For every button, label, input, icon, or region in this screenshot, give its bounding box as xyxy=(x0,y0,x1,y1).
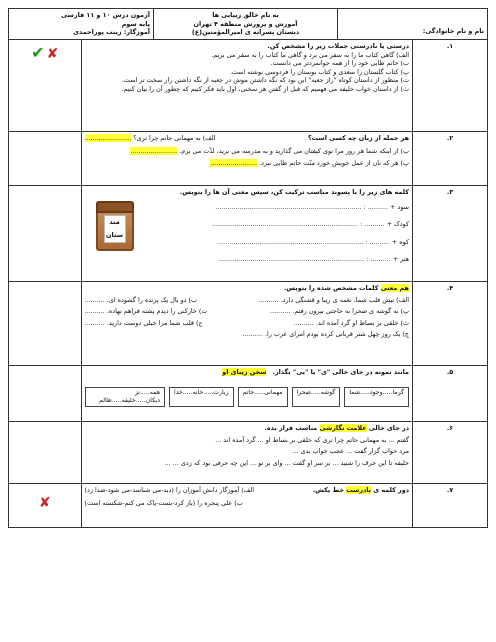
q5-number: ۵. xyxy=(412,364,488,422)
answer-blank: .......... : ...........................… xyxy=(215,202,389,211)
q2-c: پ) هر که نان از عمل خویش خورد منّت حاتم … xyxy=(258,159,409,168)
q7-body: دور کلمه ی نادرست خط بکش. الف) آموزگار د… xyxy=(80,482,413,528)
q6-item: گفتم ... به مهمانی حاتم چرا نری که خلقی … xyxy=(215,435,409,444)
q5-word-boxes: گرما.....وجود.....شما گوشه.....صحرا مهما… xyxy=(84,386,409,408)
q4-item: ج) قلب شما مرا خیلی دوست دارید. ........… xyxy=(84,318,203,327)
q3-body: کلمه های زیر را با پسوند مناسب ترکیب کن،… xyxy=(80,184,413,282)
q7-number: ۷. xyxy=(412,482,488,528)
q4-item: ب) دو بال یک پرنده را گشوده ای. ........… xyxy=(84,295,198,304)
answer-blank: ....................... xyxy=(84,133,132,142)
q1-item: ب) حاتم طایی خود را از همه جوانمردتر می … xyxy=(270,59,409,68)
q4-grade xyxy=(8,280,82,366)
q4-title-highlight: هم معنی xyxy=(380,283,409,292)
teacher-label: آموزگار: زینب پوراحمدی xyxy=(73,28,150,37)
q6-title-highlight: علامت نگارشی xyxy=(319,423,367,432)
q3-word: سود + xyxy=(390,202,409,211)
q4-title: کلمات مشخص شده را بنویس. xyxy=(283,283,379,292)
q4-number: ۴. xyxy=(412,280,488,366)
q7-title-highlight: نادرست xyxy=(346,485,372,494)
q7-a: الف) آموزگار دانش آموزان را (دید-می شناس… xyxy=(84,485,255,494)
q4-item: الف) تیش قلب شما، نغمه ی زیبا و قشنگی دا… xyxy=(258,295,409,304)
q2-a: الف) به مهمانی حاتم چرا نری؟ xyxy=(133,133,216,142)
word-box: گرما.....وجود.....شما xyxy=(344,386,409,408)
q7-grade: ✘ xyxy=(8,482,82,528)
q4-item: چ) یک روز چهل شتر قربانی کرده بودم امرای… xyxy=(242,330,409,339)
answer-blank: ....................... xyxy=(210,159,257,168)
q3-number: ۳. xyxy=(412,184,488,282)
q3-grade xyxy=(8,184,82,282)
q1-item: ت) منظور از داستان کوتاه "راز جعبه" این … xyxy=(121,76,409,85)
q4-body: هم معنی کلمات مشخص شده را بنویس. الف) تی… xyxy=(80,280,413,366)
exam-table: نام و نام خانوادگی: به نام خالق زیبایی ه… xyxy=(8,8,488,528)
grade-label: پایه سوم xyxy=(121,19,150,28)
exam-sheet: نام و نام خانوادگی: به نام خالق زیبایی ه… xyxy=(8,8,488,634)
word-box: همه.....نز دیکان.....خلیفه.....ظالم xyxy=(84,386,165,408)
q6-title-pre: در جای خالی xyxy=(368,423,409,432)
q1-title: درستی یا نادرستی جملات زیر را مشخص کن. xyxy=(267,41,409,50)
answer-blank: .......... : ...........................… xyxy=(217,255,391,264)
q5-body: مانند نمونه در جای خالی "ی" یا "یی" بگذا… xyxy=(80,364,413,422)
exam-title: آزمون درس ۱۰ و ۱۱ فارسی xyxy=(61,11,150,19)
q3-word: کوه + xyxy=(391,237,409,246)
q6-body: در جای خالی علامت نگارشی مناسب قرار بده.… xyxy=(80,420,413,484)
q1-number: ۱. xyxy=(412,38,488,132)
q6-item: خلیفه تا این حرف را شنید ... بر سر او گف… xyxy=(164,458,409,467)
header-line-3: دبستان پسرانه ی امیرالمؤمنین(ع) xyxy=(191,28,300,37)
q1-body: درستی یا نادرستی جملات زیر را مشخص کن. ا… xyxy=(80,38,413,132)
cross-icon: ✘ xyxy=(46,45,59,62)
q7-b: ب) علی پنجره را (باز کرد-بست-پاک می کنم-… xyxy=(84,498,243,507)
header-line-1: به نام خالق زیبایی ها xyxy=(212,11,279,19)
q2-number: ۲. xyxy=(412,130,488,186)
word-box: گوشه.....صحرا xyxy=(291,386,341,408)
student-name-cell: نام و نام خانوادگی: xyxy=(337,8,488,40)
q1-item: ث) از داستان خواب خلیفه می فهمیم که قبل … xyxy=(121,85,409,94)
q6-title-post: مناسب قرار بده. xyxy=(264,423,318,432)
student-name-label: نام و نام خانوادگی: xyxy=(422,27,484,35)
q4-item: ت) خارکنی را دیدم پشته فراهم نهاده. ....… xyxy=(84,307,208,316)
q3-title: کلمه های زیر را با پسوند مناسب ترکیب کن،… xyxy=(179,187,409,196)
word-box: مهمانی.....حاتم xyxy=(237,386,288,408)
q2-b: ب) از اینکه شما هر روز مرا توی کیفتان می… xyxy=(179,146,409,155)
q6-number: ۶. xyxy=(412,420,488,484)
answer-blank: .......... : ...........................… xyxy=(217,237,390,246)
q2-title: هر جمله از زبان چه کسی است؟ xyxy=(307,133,409,142)
q2-grade xyxy=(8,130,82,186)
answer-blank: .......... : ...........................… xyxy=(211,220,385,229)
q1-item: پ) کتاب گلستان را سعدی و کتاب بوستان را … xyxy=(229,67,409,76)
answer-blank: ....................... xyxy=(130,146,178,155)
q4-item: ث) خلقی بر بساط او گرد آمده اند. .......… xyxy=(293,318,409,327)
word-box: زیارت.....خانه.....خدا xyxy=(168,386,234,408)
suffix-word: مند xyxy=(109,217,120,226)
q2-body: هر جمله از زبان چه کسی است؟ الف) به مهما… xyxy=(80,130,413,186)
q7-title-pre: دور کلمه ی xyxy=(373,485,409,494)
chest-icon: مند ستان xyxy=(95,200,134,251)
q5-example: سخن زیبای او xyxy=(222,367,267,376)
q1-item: الف) گاهی کتاب ما را به سفر می برد و گاه… xyxy=(211,50,409,59)
q4-item: پ) به گوشه ی صحرا به حاجتی بیرون رفتم. .… xyxy=(270,307,409,316)
header-center: به نام خالق زیبایی ها آموزش و پرورش منطق… xyxy=(153,8,338,40)
q1-grade: ✘ ✔ xyxy=(8,38,82,132)
header-left: آزمون درس ۱۰ و ۱۱ فارسی پایه سوم آموزگار… xyxy=(8,8,154,40)
q7-title-post: خط بکش. xyxy=(312,485,344,494)
suffix-chest: مند ستان xyxy=(85,197,145,265)
suffix-word: ستان xyxy=(105,230,124,239)
header-line-2: آموزش و پرورش منطقه ۴ تهران xyxy=(193,19,298,28)
cross-icon: ✘ xyxy=(38,494,51,511)
q6-item: مرد خواب گزار گفت ... عجب خواب بدی ... xyxy=(292,447,409,456)
q3-word: کودک + xyxy=(386,220,409,229)
q5-grade xyxy=(8,364,82,422)
q3-word: هنر + xyxy=(392,255,409,264)
check-icon: ✔ xyxy=(31,42,45,62)
q6-grade xyxy=(8,420,82,484)
q5-title: مانند نمونه در جای خالی "ی" یا "یی" بگذا… xyxy=(272,367,409,376)
